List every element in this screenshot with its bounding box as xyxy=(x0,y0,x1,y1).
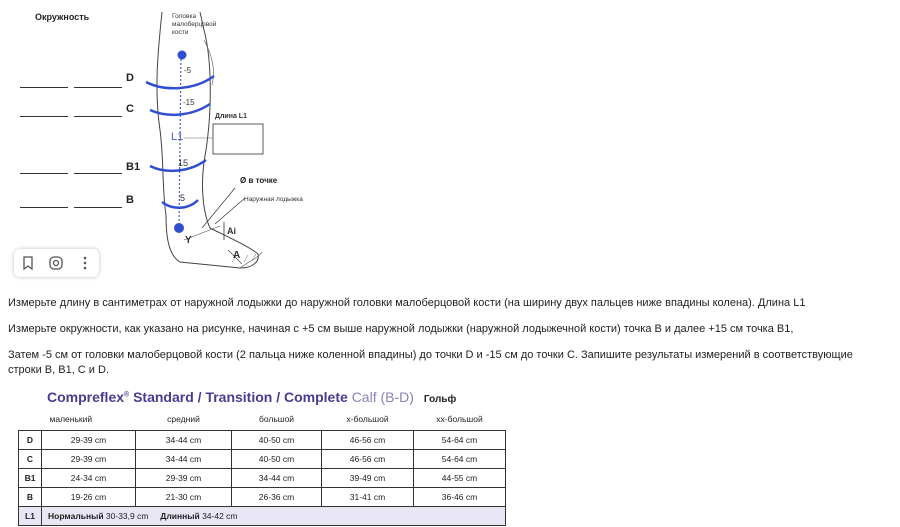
row-label-c: C xyxy=(126,103,134,115)
product-calf: Calf (B-D) xyxy=(351,389,414,405)
instruction-points-cont: строки B, B1, C и D. xyxy=(8,364,110,376)
row-label: B1 xyxy=(18,468,42,488)
col-header: xx-большой xyxy=(436,414,483,424)
table-cell: 40-50 cm xyxy=(231,430,322,450)
brand-reg: ® xyxy=(124,391,130,399)
table-cell: 46-56 cm xyxy=(321,449,414,469)
table-cell: 29-39 cm xyxy=(41,430,136,450)
row-label: D xyxy=(18,430,42,450)
l1-values: Нормальный 30-33,9 cm Длинный 34-42 cm xyxy=(41,506,506,526)
table-cell: 39-49 cm xyxy=(321,468,414,488)
product-title: Compreflex® Standard / Transition / Comp… xyxy=(47,389,456,405)
table-cell: 34-44 cm xyxy=(135,449,232,469)
product-golf: Гольф xyxy=(423,394,457,405)
row-label-b: B xyxy=(126,194,134,206)
mark-l1: L1 xyxy=(171,131,184,143)
blank-line xyxy=(20,207,68,208)
table-header-row: маленький средний большой x-большой xx-б… xyxy=(19,408,506,431)
mark-y: Y xyxy=(185,235,192,246)
l1-normal-label: Нормальный xyxy=(48,511,104,521)
row-label-d: D xyxy=(126,72,134,84)
table-corner xyxy=(19,408,42,431)
row-label: C xyxy=(18,449,42,469)
l1-normal-value: 30-33,9 cm xyxy=(103,511,149,521)
mark-15: 15 xyxy=(178,158,189,168)
mark-5: 5 xyxy=(180,193,186,203)
blank-line xyxy=(20,87,68,88)
product-line: Standard / Transition / Complete xyxy=(129,389,352,405)
col-header: большой xyxy=(258,414,295,424)
instruction-length: Измерьте длину в сантиметрах от наружной… xyxy=(8,297,806,309)
col-header: маленький xyxy=(49,414,93,424)
table-cell: 19-26 cm xyxy=(41,487,136,507)
col-header: x-большой xyxy=(346,414,389,424)
table-cell: 29-39 cm xyxy=(135,468,232,488)
point-label: Ø в точке xyxy=(240,176,278,185)
table-row-l1: L1 Нормальный 30-33,9 cm Длинный 34-42 c… xyxy=(18,506,506,526)
table-cell: 31-41 cm xyxy=(321,487,414,507)
ai-label: Ai xyxy=(227,226,236,236)
mark-minus5: -5 xyxy=(184,66,192,75)
table-row: B 19-26 cm 21-30 cm 26-36 cm 31-41 cm 36… xyxy=(18,487,506,507)
table-cell: 44-55 cm xyxy=(413,468,506,488)
blank-line xyxy=(74,173,122,174)
lens-search-icon[interactable] xyxy=(47,254,65,272)
blank-line xyxy=(74,207,122,208)
table-cell: 26-36 cm xyxy=(231,487,322,507)
instruction-points: Затем -5 см от головки малоберцовой кост… xyxy=(8,349,853,361)
ankle-label: Наружная лодыжка xyxy=(244,196,303,203)
blank-line xyxy=(20,116,68,117)
table-cell: 46-56 cm xyxy=(321,430,414,450)
table-cell: 54-64 cm xyxy=(413,430,506,450)
l1-long-label: Длинный xyxy=(160,511,200,521)
blank-line xyxy=(20,173,68,174)
leg-drawing xyxy=(145,11,264,269)
image-toolbar xyxy=(14,249,99,277)
row-label: L1 xyxy=(18,506,42,526)
length-l1-label: Длина L1 xyxy=(215,113,247,120)
head-label: Головка малоберцовой кости xyxy=(172,13,217,36)
table-cell: 34-44 cm xyxy=(231,468,322,488)
more-vertical-icon[interactable] xyxy=(76,254,94,272)
blank-line xyxy=(74,87,122,88)
mark-a: A xyxy=(233,250,241,261)
leg-diagram: Головка малоберцовой кости -5 -15 L1 15 … xyxy=(140,0,310,275)
brand-name: Compreflex xyxy=(47,389,125,405)
diagram-title: Окружность xyxy=(35,12,90,22)
table-row: C 29-39 cm 34-44 cm 40-50 cm 46-56 cm 54… xyxy=(18,449,506,469)
table-cell: 40-50 cm xyxy=(231,449,322,469)
row-label-b1: B1 xyxy=(126,161,141,173)
instruction-circumference: Измерьте окружности, как указано на рису… xyxy=(8,323,794,335)
table-cell: 24-34 cm xyxy=(41,468,136,488)
table-cell: 34-44 cm xyxy=(135,430,232,450)
size-table: маленький средний большой x-большой xx-б… xyxy=(18,408,506,526)
table-cell: 21-30 cm xyxy=(135,487,232,507)
bookmark-icon[interactable] xyxy=(19,254,37,272)
table-row: B1 24-34 cm 29-39 cm 34-44 cm 39-49 cm 4… xyxy=(18,468,506,488)
table-cell: 54-64 cm xyxy=(413,449,506,469)
col-header: средний xyxy=(167,414,200,424)
mark-minus15: -15 xyxy=(183,98,195,107)
l1-long-value: 34-42 cm xyxy=(199,511,238,521)
table-cell: 36-46 cm xyxy=(413,487,506,507)
blank-line xyxy=(74,116,122,117)
row-label: B xyxy=(18,487,42,507)
table-row: D 29-39 cm 34-44 cm 40-50 cm 46-56 cm 54… xyxy=(18,430,506,450)
table-cell: 29-39 cm xyxy=(41,449,136,469)
